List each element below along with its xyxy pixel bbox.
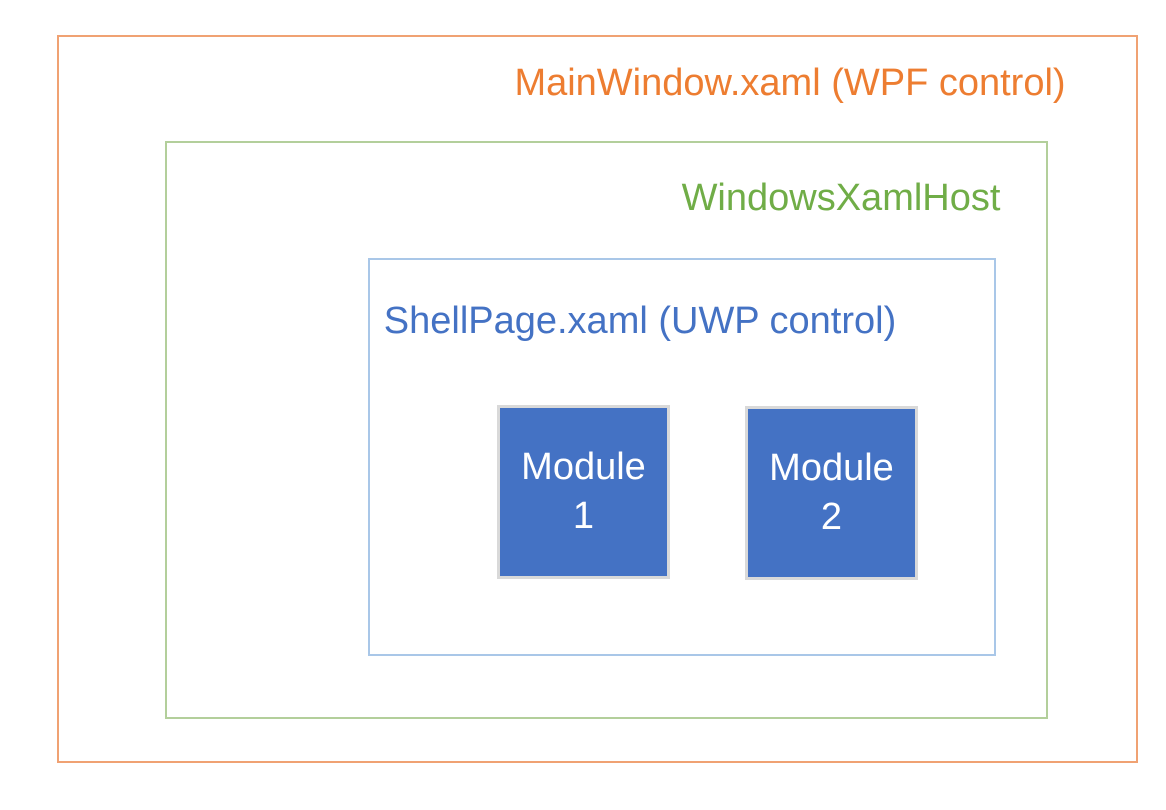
module-2-number: 2	[820, 496, 843, 538]
windows-xaml-host-label: WindowsXamlHost	[681, 177, 1001, 219]
module-2-box: Module 2	[745, 406, 918, 580]
mainwindow-wpf-box: MainWindow.xaml (WPF control) WindowsXam…	[57, 35, 1138, 763]
shellpage-uwp-label: ShellPage.xaml (UWP control)	[383, 300, 897, 342]
module-2-name: Module	[769, 447, 894, 490]
module-1-box: Module 1	[497, 405, 670, 579]
mainwindow-wpf-label: MainWindow.xaml (WPF control)	[514, 62, 1066, 104]
windows-xaml-host-box: WindowsXamlHost ShellPage.xaml (UWP cont…	[165, 141, 1048, 719]
shellpage-uwp-box: ShellPage.xaml (UWP control) Module 1 Mo…	[368, 258, 996, 656]
module-1-name: Module	[521, 446, 646, 489]
module-1-number: 1	[572, 495, 595, 537]
